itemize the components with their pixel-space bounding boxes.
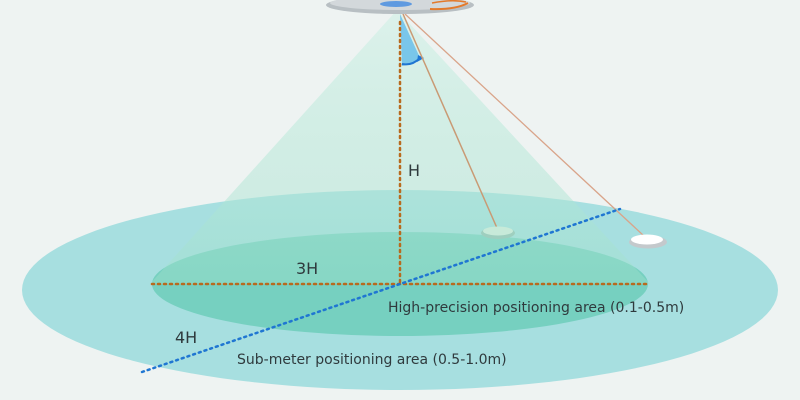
sub-meter-area-label: Sub-meter positioning area (0.5-1.0m) <box>237 352 507 368</box>
positioning-tag-icon <box>481 226 515 239</box>
uwb-anchor-icon <box>326 0 474 14</box>
high-precision-area-label: High-precision positioning area (0.1-0.5… <box>388 300 684 316</box>
beam-line-near <box>402 13 498 229</box>
height-label: H <box>408 161 420 180</box>
beam-line-far <box>404 13 645 237</box>
high-precision-radius-label: 3H <box>296 259 318 278</box>
sub-meter-radius-axis <box>140 207 622 374</box>
angle-arrow-head <box>417 55 424 62</box>
positioning-tag-icon <box>629 234 667 249</box>
sub-meter-radius-label: 4H <box>175 328 197 347</box>
angle-wedge <box>400 14 421 66</box>
